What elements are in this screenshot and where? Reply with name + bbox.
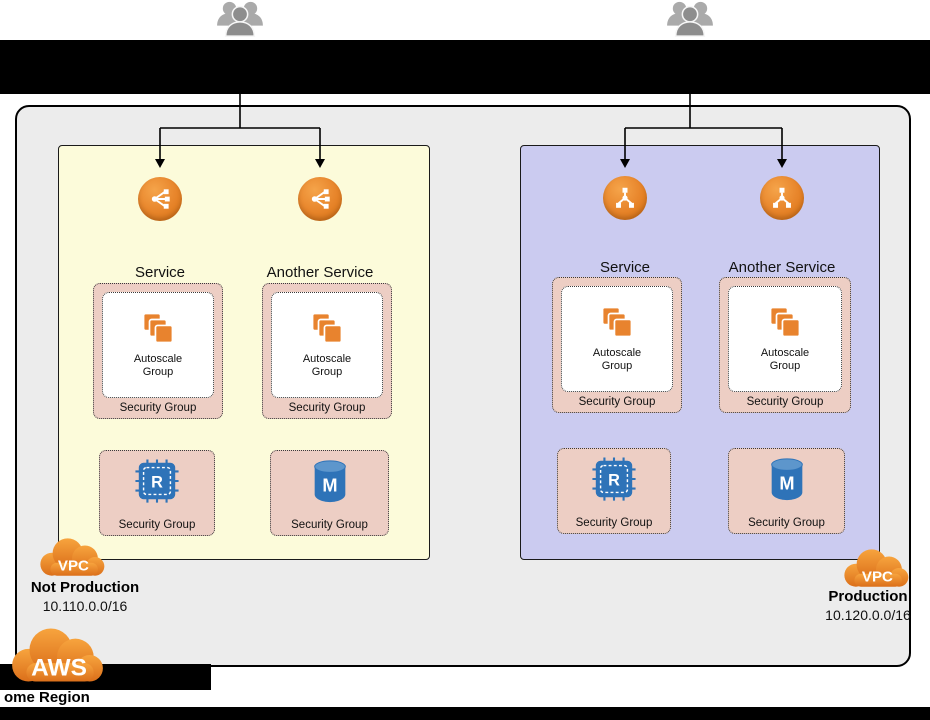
security-group-label: Security Group bbox=[748, 517, 825, 529]
users-group-icon bbox=[664, 0, 716, 45]
svg-text:M: M bbox=[779, 474, 794, 494]
security-group-label: Security Group bbox=[746, 396, 824, 408]
load-balancer-icon bbox=[603, 176, 647, 220]
svg-text:R: R bbox=[608, 472, 620, 490]
redacted-band-top bbox=[0, 40, 930, 94]
service-label: Service bbox=[599, 259, 651, 276]
security-group-label: Security Group bbox=[288, 402, 366, 414]
database-cylinder-icon: M bbox=[307, 458, 353, 509]
security-group-label: Security Group bbox=[118, 519, 196, 531]
rds-icon: R bbox=[134, 458, 180, 509]
vpc-cloud-label: VPC bbox=[862, 569, 893, 586]
ec2-instance-stack-icon bbox=[310, 311, 344, 350]
security-group-box: Autoscale Group Security Group bbox=[93, 283, 223, 419]
security-group-label: Security Group bbox=[291, 519, 368, 531]
autoscale-group-label: Autoscale Group bbox=[760, 346, 810, 372]
region-label: ome Region bbox=[4, 689, 90, 706]
aws-cloud-label: AWS bbox=[31, 654, 87, 681]
vpc-cidr-label: 10.110.0.0/16 bbox=[42, 598, 128, 614]
security-group-label: Security Group bbox=[119, 402, 197, 414]
vpc-env-label: Production bbox=[828, 588, 908, 605]
vpc-cloud-label: VPC bbox=[58, 558, 89, 575]
vpc-cloud-icon: VPC bbox=[36, 534, 108, 585]
load-balancer-icon bbox=[138, 177, 182, 221]
service-label: Another Service bbox=[266, 264, 374, 281]
security-group-box: R Security Group bbox=[99, 450, 215, 536]
security-group-box: Autoscale Group Security Group bbox=[552, 277, 682, 413]
aws-cloud-icon: AWS bbox=[6, 622, 108, 693]
security-group-box: Autoscale Group Security Group bbox=[719, 277, 851, 413]
load-balancer-icon bbox=[760, 176, 804, 220]
database-cylinder-icon: M bbox=[764, 456, 810, 507]
autoscale-group-label: Autoscale Group bbox=[133, 352, 183, 378]
autoscale-group-box: Autoscale Group bbox=[561, 286, 673, 392]
security-group-label: Security Group bbox=[578, 396, 656, 408]
ec2-instance-stack-icon bbox=[600, 305, 634, 344]
autoscale-group-label: Autoscale Group bbox=[592, 346, 642, 372]
vpc-cidr-label: 10.120.0.0/16 bbox=[825, 607, 911, 623]
autoscale-group-label: Autoscale Group bbox=[302, 352, 352, 378]
svg-text:R: R bbox=[151, 474, 163, 492]
load-balancer-icon bbox=[298, 177, 342, 221]
autoscale-group-box: Autoscale Group bbox=[102, 292, 214, 398]
service-label: Service bbox=[134, 264, 186, 281]
ec2-instance-stack-icon bbox=[141, 311, 175, 350]
autoscale-group-box: Autoscale Group bbox=[728, 286, 842, 392]
redacted-band-bottom bbox=[0, 707, 930, 720]
vpc-cloud-icon: VPC bbox=[840, 545, 912, 596]
svg-text:M: M bbox=[322, 476, 337, 496]
rds-icon: R bbox=[591, 456, 637, 507]
security-group-label: Security Group bbox=[575, 517, 653, 529]
service-label: Another Service bbox=[728, 259, 836, 276]
users-group-icon bbox=[214, 0, 266, 45]
ec2-instance-stack-icon bbox=[768, 305, 802, 344]
autoscale-group-box: Autoscale Group bbox=[271, 292, 383, 398]
security-group-box: M Security Group bbox=[728, 448, 845, 534]
security-group-box: Autoscale Group Security Group bbox=[262, 283, 392, 419]
vpc-env-label: Not Production bbox=[30, 579, 140, 596]
security-group-box: M Security Group bbox=[270, 450, 389, 536]
security-group-box: R Security Group bbox=[557, 448, 671, 534]
